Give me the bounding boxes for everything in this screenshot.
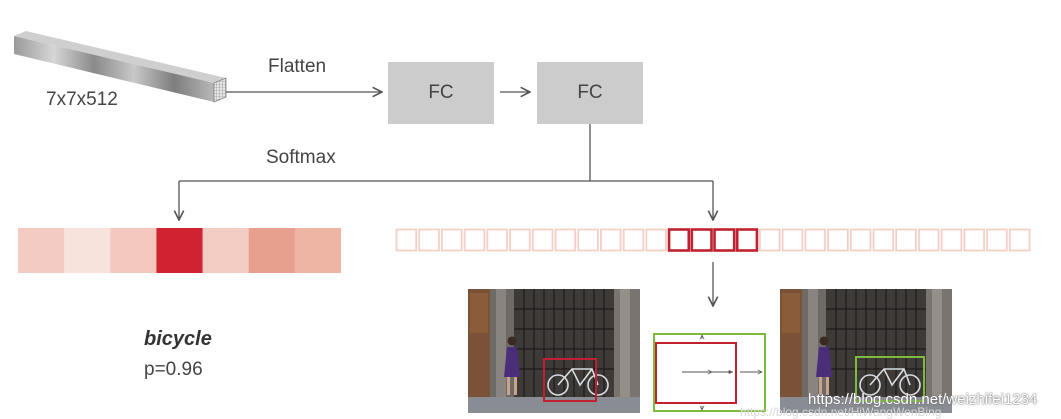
person-figure <box>504 336 520 395</box>
box-coordinate-cell-active <box>713 228 736 252</box>
box-coordinate-cell <box>827 228 849 252</box>
box-coordinate-cell-active <box>667 228 691 252</box>
box-coordinate-cell <box>1008 228 1031 252</box>
box-coordinate-cell-active <box>690 228 713 252</box>
bicycle-figure <box>859 368 921 396</box>
box-coordinate-cell <box>918 228 940 252</box>
box-coordinate-cell <box>622 228 645 252</box>
watermark-ghost: https://blog.csdn.net/HiWangWenBing <box>740 405 942 419</box>
box-coordinate-cell <box>486 228 508 252</box>
class-probability: p=0.96 <box>144 359 203 380</box>
feature-tensor-icon <box>14 31 227 103</box>
scene-photo-input <box>468 289 640 413</box>
class-score-cell <box>18 228 65 273</box>
box-coordinate-cell <box>940 228 963 252</box>
box-coordinate-cell <box>577 228 599 252</box>
box-coordinate-cell <box>600 228 622 252</box>
box-coordinate-cell <box>804 228 826 252</box>
softmax-label: Softmax <box>266 147 336 168</box>
box-coordinate-cell <box>418 228 440 252</box>
class-score-cell <box>202 228 250 273</box>
flatten-label: Flatten <box>268 56 327 77</box>
box-coordinate-cell <box>554 228 577 252</box>
scene-photo-output <box>780 289 952 413</box>
box-refinement-diagram <box>653 333 766 412</box>
box-coordinate-cell <box>509 228 531 252</box>
box-coordinate-cell <box>759 228 781 252</box>
box-coordinate-cell <box>986 228 1008 252</box>
box-coordinate-cell <box>963 228 985 252</box>
class-score-cell <box>156 228 203 273</box>
box-coordinate-cell <box>395 228 418 252</box>
box-coordinate-cell-active <box>735 228 759 252</box>
class-score-cell <box>294 228 341 273</box>
class-score-cell <box>110 228 157 273</box>
box-coordinate-cell <box>441 228 463 252</box>
watermark: https://blog.csdn.net/weizhifei1234 <box>808 391 1038 408</box>
box-coordinate-cell <box>872 228 895 252</box>
tensor-label: 7x7x512 <box>46 89 118 110</box>
box-coordinate-cell <box>645 228 667 252</box>
box-regression-vector <box>395 228 1031 252</box>
class-score-vector <box>18 228 341 273</box>
class-score-cell <box>64 228 111 273</box>
box-coordinate-cell <box>849 228 872 252</box>
fc-layer-2: FC <box>537 62 643 124</box>
fc-layer-1: FC <box>388 62 494 124</box>
box-coordinate-cell <box>463 228 486 252</box>
box-coordinate-cell <box>781 228 804 252</box>
fc-layer-2-label: FC <box>577 82 603 103</box>
class-name-label: bicycle <box>144 328 212 350</box>
box-coordinate-cell <box>895 228 917 252</box>
fc-layer-1-label: FC <box>428 82 454 103</box>
class-score-cell <box>248 228 296 273</box>
person-figure <box>816 336 832 395</box>
box-coordinate-cell <box>531 228 554 252</box>
